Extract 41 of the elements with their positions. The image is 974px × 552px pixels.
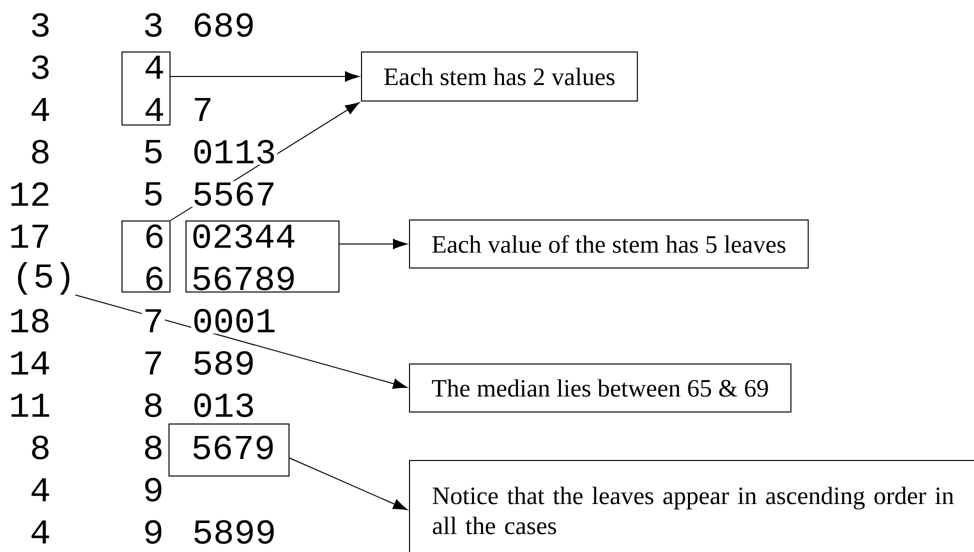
stem-value: 9 bbox=[142, 476, 165, 503]
count-value: 11 bbox=[8, 392, 52, 418]
count-value: 4 bbox=[28, 96, 52, 122]
count-value: 18 bbox=[8, 308, 52, 334]
note-box: Each stem has 2 values bbox=[361, 52, 638, 102]
count-value: 4 bbox=[28, 477, 52, 502]
stem-value: 7 bbox=[142, 350, 165, 376]
count-value: 8 bbox=[28, 138, 52, 165]
count-value: 4 bbox=[28, 519, 52, 545]
leaf-values: 013 bbox=[191, 392, 256, 418]
highlight-box: 5679 bbox=[168, 424, 290, 476]
count-value: 3 bbox=[28, 12, 52, 38]
stem-value: 3 bbox=[142, 12, 165, 38]
count-value: 14 bbox=[8, 350, 52, 376]
leaf-values: 689 bbox=[191, 12, 256, 38]
count-value: 12 bbox=[8, 181, 52, 207]
highlight-box: 4 4 bbox=[122, 52, 170, 126]
leaf-values: 0001 bbox=[191, 308, 278, 334]
stem-value: 9 bbox=[142, 519, 165, 545]
leaf-values: 5899 bbox=[191, 519, 278, 545]
count-value: 17 bbox=[8, 224, 52, 249]
highlight-box: 02344 56789 bbox=[186, 220, 340, 292]
leaf-values: 589 bbox=[191, 350, 256, 376]
stem-value: 5 bbox=[142, 139, 165, 164]
leaf-values: 0113 bbox=[191, 138, 278, 165]
arrow bbox=[289, 458, 408, 510]
stem-value: 8 bbox=[142, 392, 165, 418]
stem-value: 5 bbox=[142, 181, 165, 207]
count-value: (5) bbox=[18, 262, 70, 295]
arrow bbox=[170, 71, 360, 82]
stem-value: 7 bbox=[142, 308, 165, 334]
count-value: 8 bbox=[28, 434, 52, 460]
leaf-values: 7 bbox=[191, 96, 214, 122]
count-value: 3 bbox=[28, 54, 52, 80]
leaf-values: 5567 bbox=[191, 181, 278, 207]
arrow bbox=[339, 238, 408, 250]
stem-value: 8 bbox=[142, 434, 165, 460]
note-box: Each value of the stem has 5 leaves bbox=[409, 220, 809, 268]
note-box: The median lies between 65 & 69 bbox=[409, 364, 792, 412]
note-box: Notice that the leaves appear in ascending order in all the cases bbox=[409, 460, 974, 552]
highlight-box: 6 6 bbox=[122, 220, 170, 292]
